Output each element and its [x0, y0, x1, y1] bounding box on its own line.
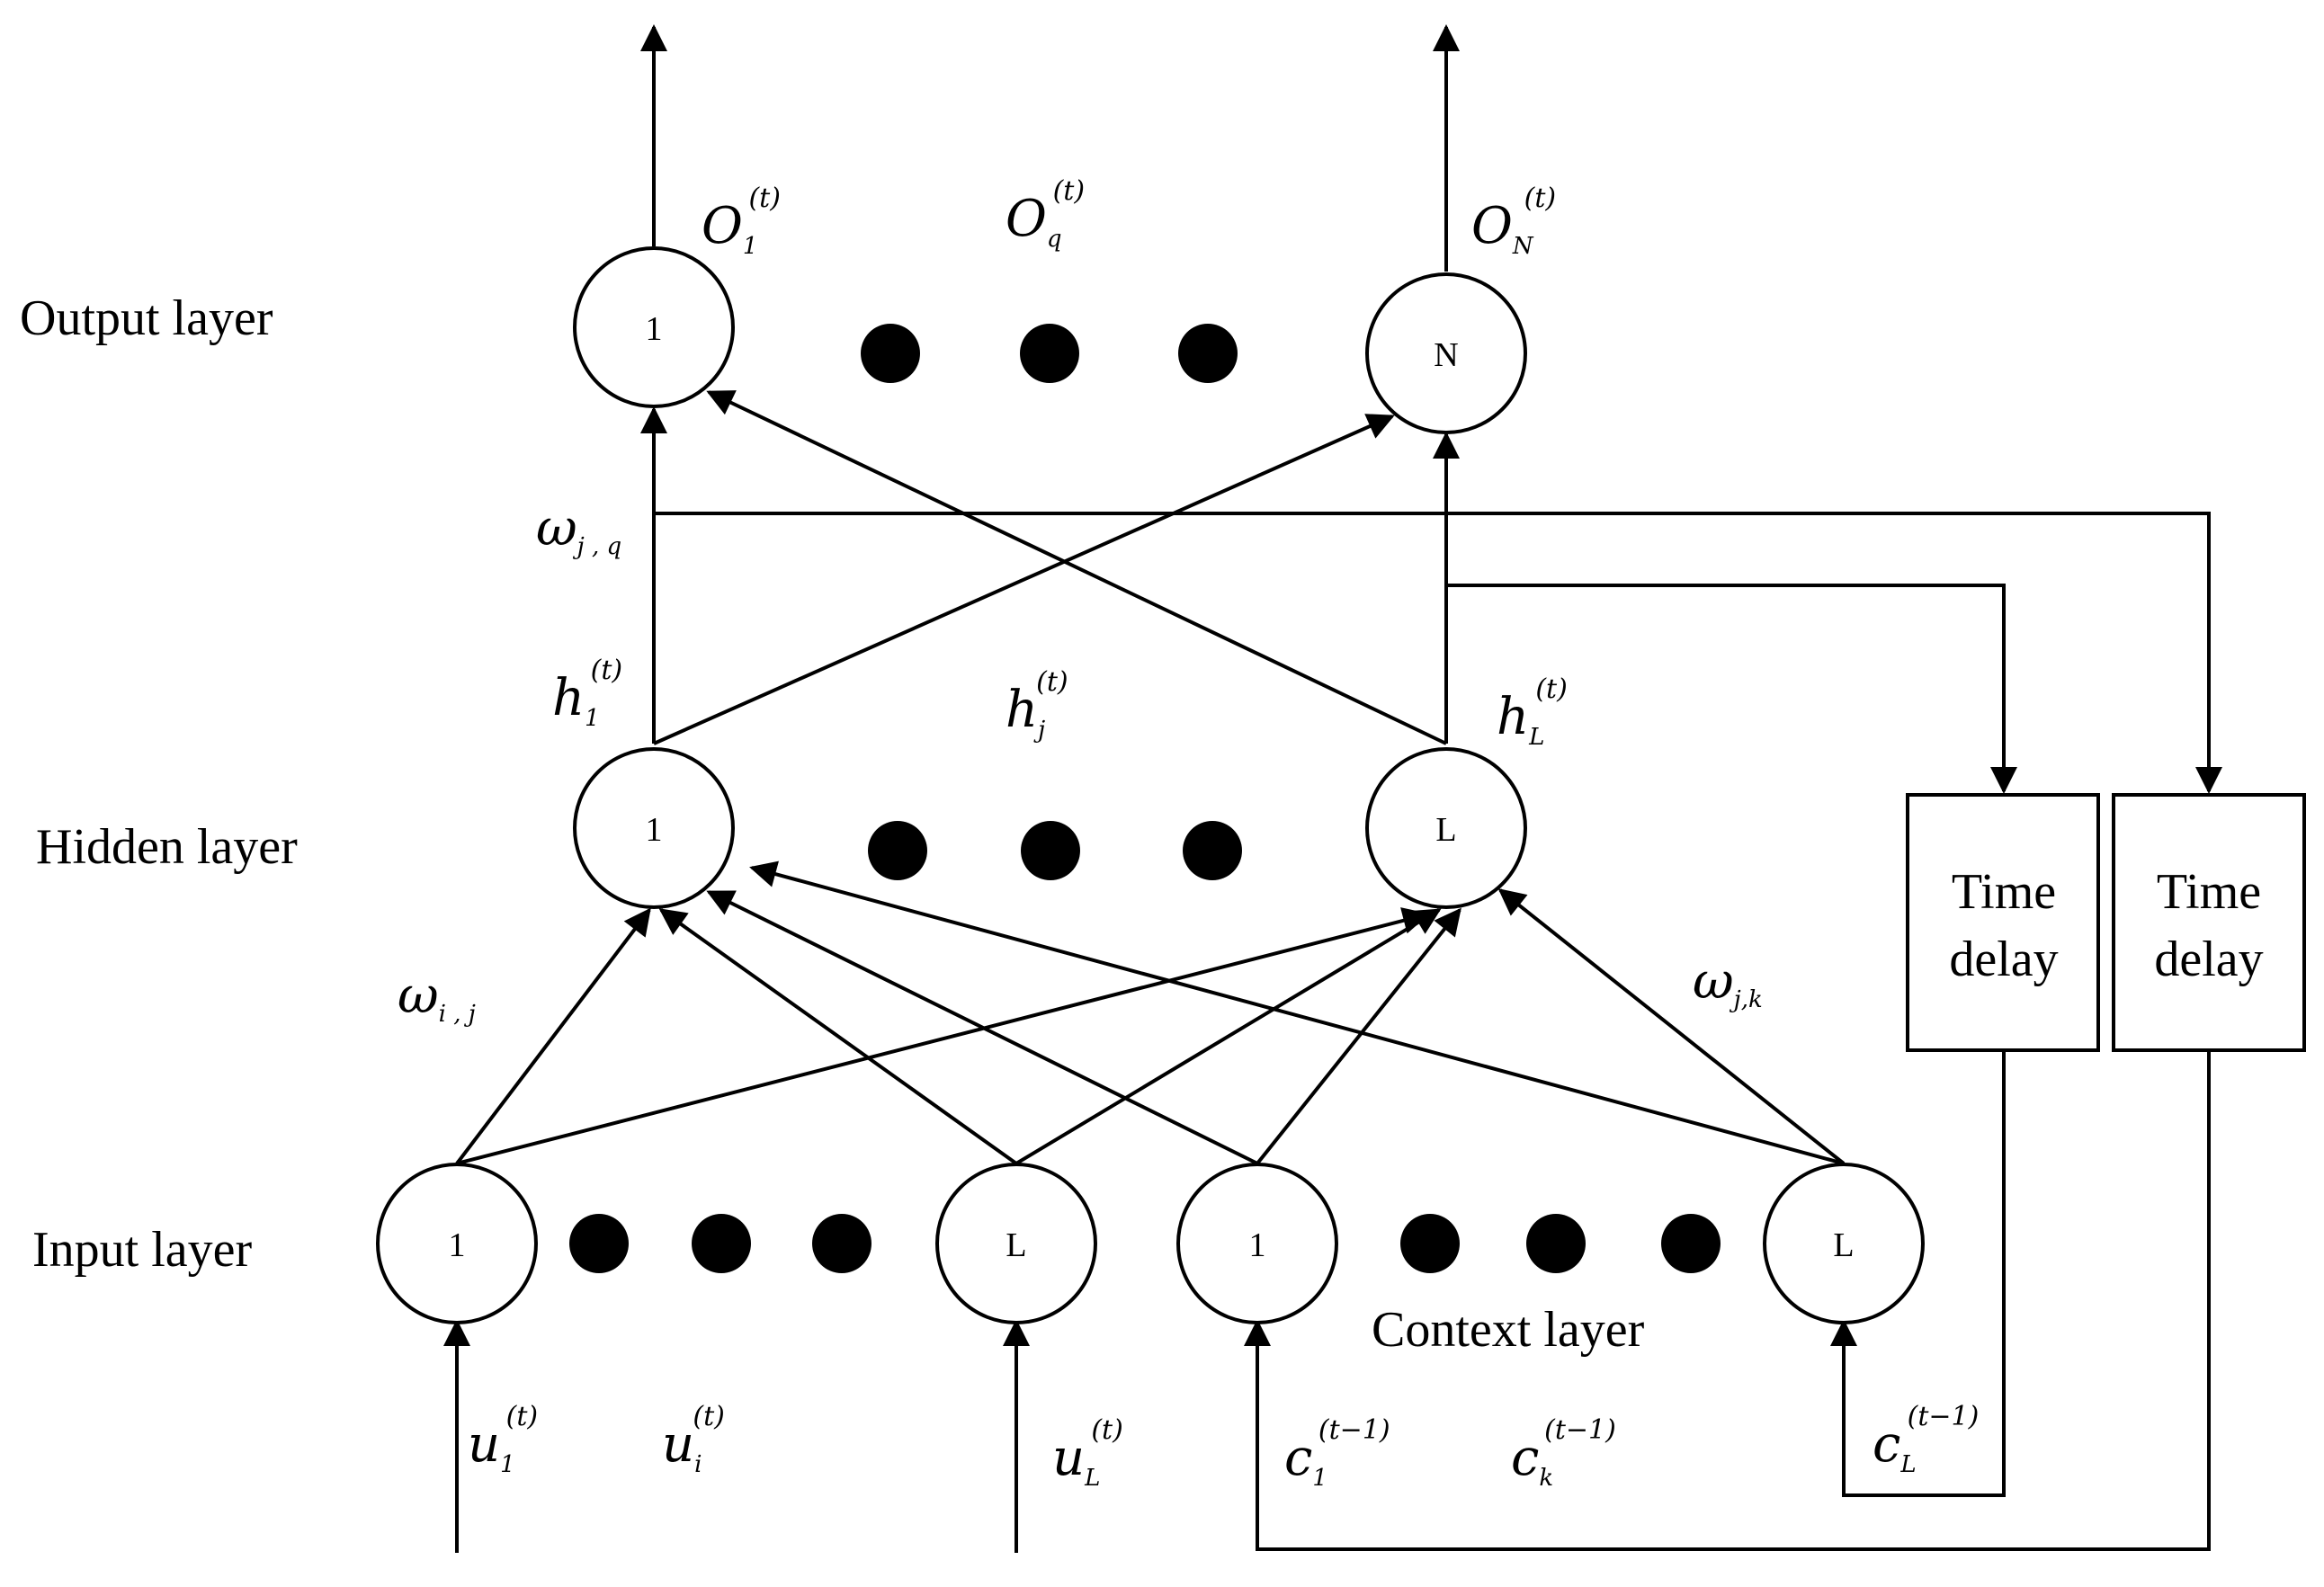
symbol-u-l: uL(t): [1052, 1414, 1123, 1492]
ellipsis-dot: [1526, 1214, 1586, 1273]
ellipsis-dot: [868, 821, 927, 880]
edge-c1-h1: [706, 890, 1258, 1165]
ellipsis-dot: [861, 324, 920, 383]
ellipsis-dot: [1400, 1214, 1460, 1273]
ellipsis-dot: [692, 1214, 751, 1273]
time-delay-box: [1906, 793, 2100, 1052]
edge-u1-h1: [455, 907, 651, 1165]
hidden-layer: 1 L: [573, 747, 1527, 909]
ellipsis-dot: [1661, 1214, 1721, 1273]
edge-uL-hL: [1015, 908, 1442, 1165]
ellipsis-dot: [1183, 821, 1242, 880]
symbol-o-q: Oq(t): [1006, 175, 1085, 253]
symbol-h-1: h1(t): [552, 655, 622, 732]
symbol-w-ij: ωi , j: [398, 967, 476, 1028]
input-node-l: [935, 1163, 1097, 1324]
context-node-l: [1763, 1163, 1925, 1324]
output-node-1-label: 1: [646, 310, 663, 348]
output-layer-label: Output layer: [20, 290, 273, 346]
symbol-u-i: ui(t): [662, 1401, 725, 1478]
time-delay-line-2: delay: [1949, 932, 2058, 987]
symbol-h-j: hj(t): [1006, 666, 1068, 744]
symbol-o-n: ON(t): [1471, 183, 1556, 260]
symbol-h-l: hL(t): [1497, 673, 1568, 751]
time-delay-2: Time delay: [2112, 793, 2306, 1052]
context-layer-label: Context layer: [1372, 1302, 1645, 1358]
symbol-c-1: c1(t−1): [1284, 1414, 1390, 1492]
edge-uL-h1: [658, 908, 1018, 1165]
output-layer: 1 N: [573, 246, 1527, 434]
time-delay-1: Time delay: [1906, 793, 2100, 1052]
symbol-o-1: O1(t): [702, 183, 781, 260]
edge-c1-hL: [1256, 907, 1461, 1165]
hidden-node-l-label: L: [1435, 811, 1456, 849]
output-node-n: [1365, 272, 1527, 434]
ellipsis-dot: [812, 1214, 872, 1273]
symbol-w-jq: ωj , q: [536, 499, 621, 560]
context-node-1-label: 1: [1249, 1226, 1266, 1264]
connections: [443, 24, 2222, 1553]
edge-u1-hL: [456, 907, 1430, 1165]
input-node-l-label: L: [1006, 1226, 1026, 1264]
symbol-u-1: u1(t): [468, 1401, 538, 1478]
context-node-l-label: L: [1833, 1226, 1854, 1264]
ellipsis-dot: [569, 1214, 629, 1273]
time-delay-line-1: Time: [2157, 864, 2261, 920]
delay-1-to-context-L: [1830, 1050, 2006, 1497]
input-node-1: [376, 1163, 538, 1324]
symbol-c-k: ck(t−1): [1511, 1414, 1616, 1492]
ellipsis-dot: [1020, 324, 1079, 383]
edge-h1-oN: [653, 414, 1395, 745]
edge-cL-h1: [749, 860, 1845, 1165]
hidden-node-1-label: 1: [646, 811, 663, 849]
delay-2-to-context-1: [1244, 1050, 2211, 1551]
hidden-layer-label: Hidden layer: [36, 819, 298, 875]
ellipsis-dot: [1178, 324, 1238, 383]
time-delay-box: [2112, 793, 2306, 1052]
time-delay-line-2: delay: [2154, 932, 2263, 987]
output-node-n-label: N: [1434, 336, 1458, 374]
edge-cL-hL: [1497, 888, 1846, 1165]
time-delay-line-1: Time: [1952, 864, 2056, 920]
symbol-c-l: cL(t−1): [1873, 1401, 1979, 1478]
feedback-line-1: [1446, 584, 2017, 794]
ellipsis-dot: [1021, 821, 1080, 880]
math-labels: O1(t) Oq(t) ON(t) ωj , q h1(t) hj(t) hL(…: [398, 175, 1979, 1492]
feedback-line-2: [654, 512, 2222, 794]
hidden-node-1: [573, 747, 735, 909]
context-layer: 1 L: [1176, 1163, 1925, 1324]
input-layer-label: Input layer: [32, 1222, 252, 1278]
context-node-1: [1176, 1163, 1338, 1324]
input-layer: 1 L: [376, 1163, 1097, 1324]
output-node-1: [573, 246, 735, 408]
hidden-node-l: [1365, 747, 1527, 909]
input-node-1-label: 1: [449, 1226, 466, 1264]
edge-hL-o1: [706, 390, 1447, 745]
symbol-w-jk: ωj,k: [1693, 952, 1763, 1013]
